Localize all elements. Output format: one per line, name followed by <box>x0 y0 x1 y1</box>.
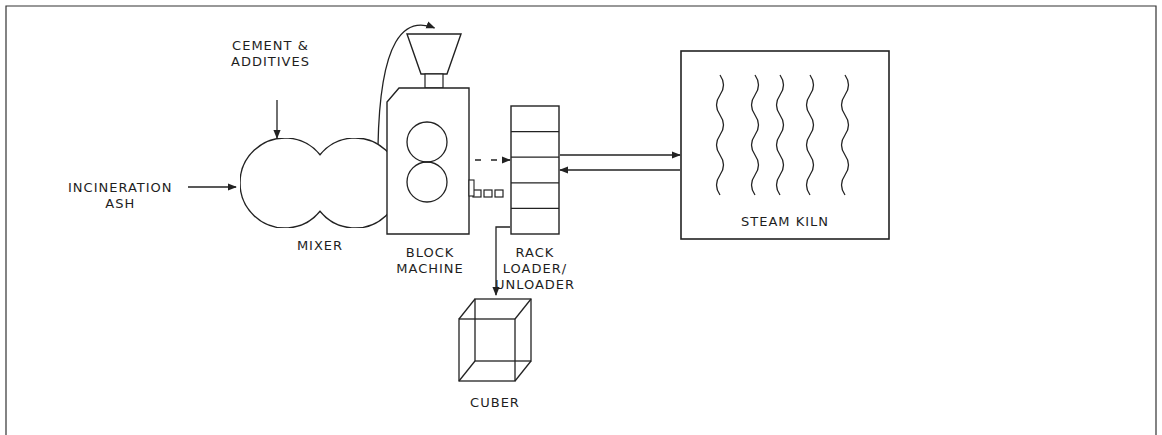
rack-loader-outline <box>510 105 560 235</box>
feed-arrow <box>188 186 236 187</box>
block-machine-outline <box>385 30 475 235</box>
flow-arrow <box>560 169 680 170</box>
feed-arrow <box>276 100 277 138</box>
node-label: STEAM KILN <box>738 214 832 230</box>
mixer-shape-outline <box>240 138 400 228</box>
node-label: RACK LOADER/ UNLOADER <box>495 245 575 293</box>
block-products <box>473 190 503 197</box>
steam-kiln-outline <box>680 50 890 240</box>
input-label: CEMENT & ADDITIVES <box>231 38 310 70</box>
cuber-box-outline <box>455 295 535 385</box>
mixer-shape: MIXER <box>240 138 400 228</box>
input-label: INCINERATION ASH <box>68 180 173 212</box>
flow-arrow <box>475 159 510 160</box>
steam-kiln: STEAM KILN <box>680 50 890 240</box>
rack-loader: RACK LOADER/ UNLOADER <box>510 105 560 235</box>
block-machine: BLOCK MACHINE <box>385 30 475 235</box>
cuber-box: CUBER <box>455 295 535 385</box>
node-label: BLOCK MACHINE <box>396 245 464 277</box>
node-label: CUBER <box>470 395 520 411</box>
flow-arrow <box>560 154 680 155</box>
node-label: MIXER <box>297 238 343 254</box>
